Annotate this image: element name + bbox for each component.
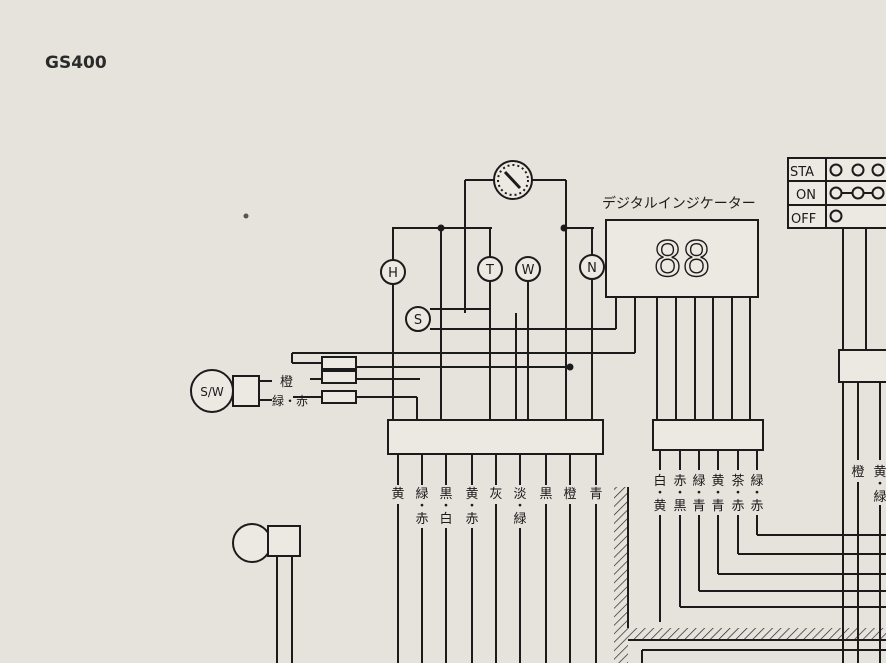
wire-label-bottom: 緑 (513, 512, 526, 527)
indicator-label: デジタルインジケーター (602, 195, 756, 212)
sw-label: S/W (200, 385, 224, 399)
sw-wire-orange: 橙 (280, 375, 293, 390)
wire-label-top: 白 (653, 473, 666, 489)
lamp-n: N (579, 254, 605, 280)
indicator-wires (656, 297, 751, 420)
wire-label-top: 緑 (750, 474, 763, 489)
wire-label-top: 黄 (711, 474, 724, 489)
lamp-w-label: W (522, 263, 535, 278)
wire-label-bottom: 赤 (750, 499, 763, 514)
wire-label-bottom: 青 (692, 499, 705, 514)
wire-label-top: 淡 (513, 487, 526, 502)
wire-label-top: 緑 (415, 487, 428, 502)
svg-text:・: ・ (873, 477, 886, 492)
svg-text:・: ・ (750, 486, 763, 501)
wire-label-top: 黄 (465, 487, 478, 502)
lamp-h: H (380, 259, 406, 285)
svg-text:・: ・ (439, 499, 452, 514)
ignition-switch: STA ON OFF (787, 157, 886, 229)
wire-label-top: 黄 (391, 487, 404, 502)
hatched-ground-frame (614, 487, 886, 663)
svg-text:・: ・ (711, 486, 724, 501)
svg-text:・: ・ (415, 499, 428, 514)
wire-label-top: 灰 (489, 487, 502, 502)
wire-label-top: 黒 (439, 487, 452, 502)
wire-label-top: 橙 (563, 487, 576, 502)
svg-text:・: ・ (653, 486, 666, 501)
wire-label-bottom: 赤 (465, 512, 478, 527)
svg-text:・: ・ (731, 486, 744, 501)
indicator-digits: 88 (653, 232, 711, 288)
wire-label-top: 青 (589, 487, 602, 502)
svg-text:・: ・ (513, 499, 526, 514)
wire-label-top: 黒 (539, 487, 552, 502)
lamp-h-label: H (388, 266, 398, 281)
left-harness-connector (387, 419, 604, 455)
ignition-row-off: OFF (791, 212, 816, 227)
wire-label-bottom: 青 (711, 499, 724, 514)
sw-connector-2 (321, 370, 357, 384)
wire-label-bottom: 黄 (653, 499, 666, 514)
wire-label-bottom: 黒 (673, 499, 686, 514)
wire-label-top: 茶 (731, 473, 744, 489)
sw-connector-3 (321, 390, 357, 404)
wire-label-bottom: 赤 (731, 499, 744, 514)
right-harness-connector (652, 419, 764, 451)
lamp-t-label: T (485, 263, 494, 278)
far-right-connector (838, 349, 886, 383)
speed-gauge (493, 160, 533, 200)
svg-text:・: ・ (673, 486, 686, 501)
lamp-t: T (477, 256, 503, 282)
wire-label-top: 黄 (873, 465, 886, 480)
lamp-s-label: S (414, 313, 422, 328)
left-wire-labels: 黄 緑 ・ 赤 黒 ・ 白 黄 ・ 赤 灰 淡 ・ 緑 黒 橙 青 (391, 487, 602, 527)
wire-label-top: 橙 (851, 465, 864, 480)
right-wire-labels: 白 ・ 黄 赤 ・ 黒 緑 ・ 青 黄 ・ 青 茶 ・ 赤 緑 ・ 赤 (653, 473, 763, 514)
lamp-s: S (405, 306, 431, 332)
svg-text:・: ・ (465, 499, 478, 514)
sw-wire-green-red: 緑・赤 (272, 393, 308, 408)
far-right-wire-labels: 橙 黄 ・ 緑 (851, 465, 886, 505)
wire-label-bottom: 白 (439, 511, 452, 527)
sw-connector-1 (321, 356, 357, 370)
ignition-row-sta: STA (790, 165, 814, 180)
left-harness-wires (397, 454, 597, 663)
lamp-n-label: N (587, 261, 597, 276)
svg-text:・: ・ (692, 486, 705, 501)
paper-speck (243, 213, 249, 219)
bulb-connector (232, 523, 301, 563)
model-title: GS400 (45, 53, 107, 73)
lamp-w: W (515, 256, 541, 282)
wire-label-top: 緑 (692, 474, 705, 489)
side-stand-switch: S/W (190, 369, 260, 413)
wire-label-bottom: 緑 (873, 490, 886, 505)
right-harness-wires (659, 450, 886, 622)
digital-indicator: 88 (605, 219, 759, 298)
ignition-row-on: ON (796, 188, 816, 203)
wire-label-bottom: 赤 (415, 512, 428, 527)
wire-label-top: 赤 (673, 474, 686, 489)
